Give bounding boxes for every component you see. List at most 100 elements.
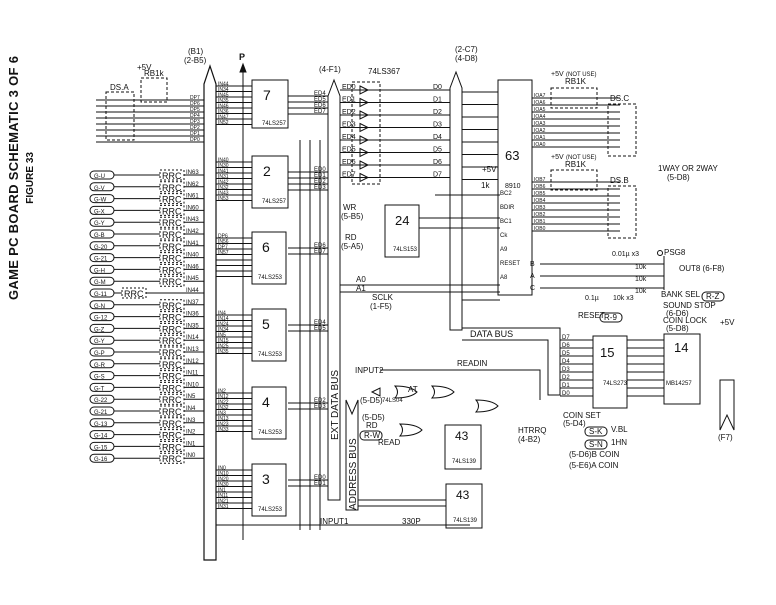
svg-text:MB14257: MB14257: [666, 381, 692, 387]
connector-label: G-M: [94, 280, 106, 286]
svg-text:1k: 1k: [481, 181, 490, 190]
iob-label: IOB6: [534, 184, 546, 190]
svg-text:+5V: +5V: [720, 318, 735, 327]
chip-ic3: 3 74LS253: [251, 463, 287, 517]
in-label: IN34: [218, 87, 229, 93]
buffer-gate-icon: [359, 85, 370, 95]
f1-ref: (4-F1): [319, 65, 341, 74]
d-label: D6: [562, 343, 570, 349]
svg-text:(5-D5): (5-D5): [362, 413, 385, 422]
dip-switch-b: DS.B RB1K +5V (NOT USE): [550, 154, 637, 239]
buffer-gate-icon: [359, 160, 370, 170]
connector-label: G-11: [94, 292, 108, 298]
svg-text:RB1K: RB1K: [565, 160, 587, 169]
ioa-label: IOA5: [534, 107, 546, 113]
in-label: IN10: [218, 471, 229, 477]
svg-text:24: 24: [395, 213, 409, 228]
rrc-label: RRC: [162, 171, 182, 181]
abc-label: A: [530, 273, 535, 280]
connector-label: G-S: [94, 375, 105, 381]
ioa-label: IOA0: [534, 142, 546, 148]
in-label: IN34: [218, 327, 229, 333]
in-label: IN43: [186, 217, 199, 223]
svg-text:DS.B: DS.B: [610, 176, 629, 185]
ed-label: ED4: [342, 134, 356, 141]
svg-text:+5V: +5V: [551, 71, 564, 78]
rrc-label: RRC: [162, 265, 182, 275]
in-label: IN57: [218, 250, 229, 256]
rrc-label: RRC: [124, 289, 144, 299]
b1-ref: (B1): [188, 47, 203, 56]
bus-c7: (2-C7) (4-D8): [449, 45, 478, 331]
connector-label: G-13: [94, 422, 108, 428]
connector-label: G-H: [94, 268, 105, 274]
buffer-gate-icon: [359, 147, 370, 158]
in-label: IN10: [186, 382, 199, 388]
d-label: D0: [433, 84, 442, 91]
connector-label: G-21: [94, 410, 108, 416]
in-label: IN53: [218, 196, 229, 202]
dp-label: DP6: [190, 101, 200, 107]
address-bus-label: ADDRESS BUS: [348, 438, 359, 510]
logic-gate-icon: [393, 385, 418, 399]
buffer-gate-icon: [359, 172, 370, 183]
pin-label: BDIR: [500, 205, 515, 211]
svg-text:2: 2: [263, 163, 271, 179]
svg-text:3: 3: [262, 471, 270, 487]
connector-label: G-N: [94, 304, 105, 310]
chip-ic63: 63 8910: [497, 79, 533, 296]
in-label: IN35: [186, 323, 199, 329]
in-label: IN21: [218, 499, 229, 505]
svg-text:+5V: +5V: [551, 154, 564, 161]
svg-text:+5V: +5V: [137, 63, 152, 72]
in-label: IN61: [186, 194, 199, 200]
in-label: IN15: [218, 338, 229, 344]
ioa-label: IOA1: [534, 135, 546, 141]
dp-label: DP1: [190, 131, 200, 137]
rrc-label: RRC: [162, 383, 182, 393]
ed-label: ED5: [342, 147, 356, 154]
ed-label: ED0: [342, 84, 356, 91]
svg-text:(NOT USE): (NOT USE): [566, 155, 597, 161]
svg-text:R-Z: R-Z: [706, 292, 719, 301]
in-label: DP7: [218, 245, 228, 251]
pin-label: BC2: [500, 191, 512, 197]
buffer-gate-icon: [359, 135, 370, 145]
signal-labels: WR (5-B5) RD (5-A5) A0 A1 SCLK (1-F5) IN…: [320, 164, 735, 526]
svg-text:R-9: R-9: [604, 313, 617, 322]
logic-gate-icon: [474, 399, 499, 413]
iob-label: IOB2: [534, 212, 546, 218]
d-label: D4: [433, 134, 442, 141]
iob-label: IOB1: [534, 219, 546, 225]
connector-label: G-R: [94, 363, 106, 369]
chip-ic43b: 43 74LS139: [445, 483, 483, 529]
svg-text:S-K: S-K: [589, 427, 603, 436]
iob-label: IOB0: [534, 226, 546, 232]
in-label: IN60: [186, 205, 199, 211]
ext-data-bus-label: EXT DATA BUS: [330, 370, 341, 440]
d-label: D3: [562, 367, 570, 373]
svg-text:10k: 10k: [635, 264, 647, 271]
rrc-label: RRC: [162, 230, 182, 240]
svg-text:74LS253: 74LS253: [258, 352, 283, 358]
svg-text:(5-A5): (5-A5): [341, 242, 364, 251]
in-label: IN3: [218, 411, 226, 417]
d-label: D5: [562, 351, 570, 357]
connector-label: G-W: [94, 198, 107, 204]
rrc-label: RRC: [162, 372, 182, 382]
data-bus-label: DATA BUS: [470, 329, 513, 339]
in-label: IN62: [186, 182, 199, 188]
rrc-label: RRC: [162, 419, 182, 429]
svg-text:BANK SEL: BANK SEL: [661, 290, 701, 299]
connector-label: G-Y: [94, 221, 105, 227]
in-label: IN36: [218, 109, 229, 115]
rrc-label: RRC: [162, 206, 182, 216]
